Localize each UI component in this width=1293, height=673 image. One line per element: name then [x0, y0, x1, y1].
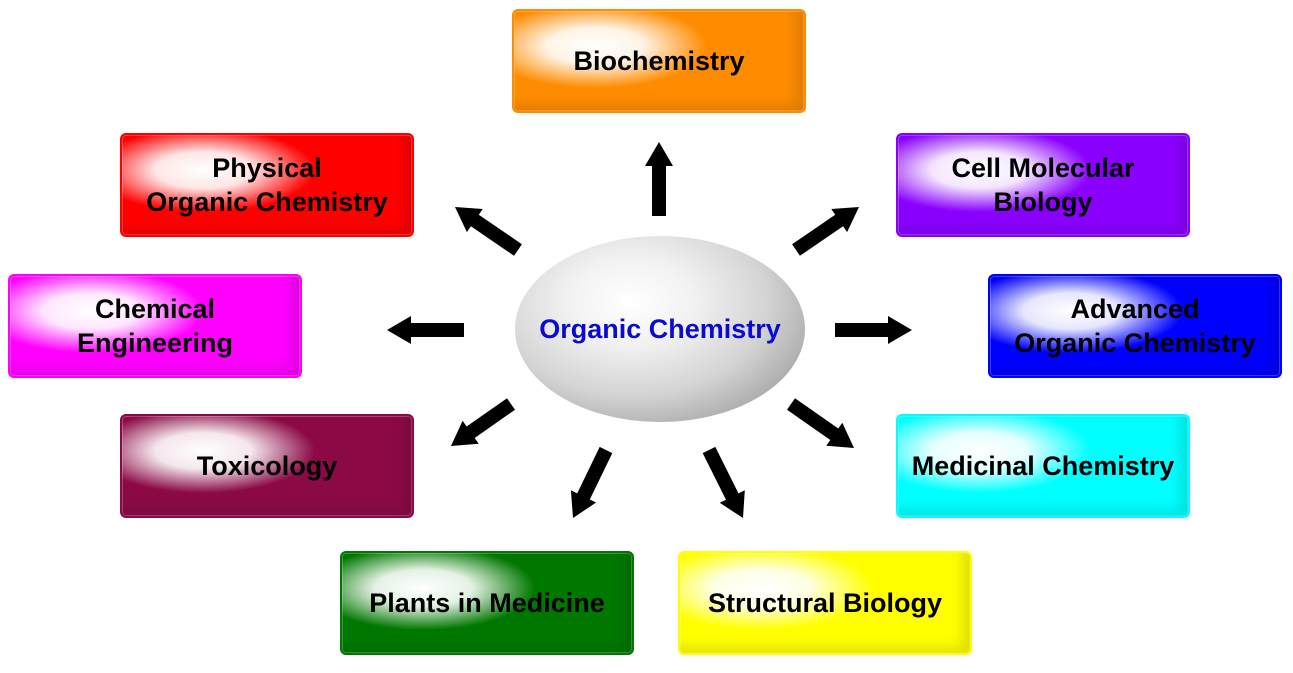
arrow-down-ll — [570, 446, 613, 518]
toxicology-label: Toxicology — [196, 451, 338, 481]
cell-molecular-biology-label: Cell Molecular Biology — [951, 153, 1135, 217]
arrow-left — [387, 316, 464, 344]
biochemistry-label: Biochemistry — [573, 46, 745, 76]
structural-biology-box: Structural Biology — [678, 551, 972, 655]
organic-chemistry-label: Organic Chemistry — [539, 313, 781, 344]
chemical-engineering-box: Chemical Engineering — [8, 274, 302, 378]
cell-molecular-biology-box: Cell Molecular Biology — [896, 133, 1190, 237]
arrow-down-rr — [702, 446, 745, 518]
advanced-organic-chemistry-label: Advanced Organic Chemistry — [1014, 294, 1256, 358]
toxicology-box: Toxicology — [120, 414, 414, 518]
plants-in-medicine-box: Plants in Medicine — [340, 551, 634, 655]
structural-biology-label: Structural Biology — [707, 588, 943, 618]
physical-organic-chemistry-label: Physical Organic Chemistry — [146, 153, 388, 217]
arrow-up — [645, 142, 673, 216]
arrow-down-right — [787, 398, 854, 448]
arrow-down-left — [451, 398, 515, 446]
arrow-up-right — [792, 207, 859, 256]
biochemistry-box: Biochemistry — [512, 9, 806, 113]
organic-chemistry-ellipse: Organic Chemistry — [515, 236, 805, 422]
advanced-organic-chemistry-box: Advanced Organic Chemistry — [988, 274, 1282, 378]
medicinal-chemistry-label: Medicinal Chemistry — [911, 451, 1175, 481]
arrow-right — [835, 316, 912, 344]
chemical-engineering-label: Chemical Engineering — [76, 294, 233, 358]
medicinal-chemistry-box: Medicinal Chemistry — [896, 414, 1190, 518]
physical-organic-chemistry-box: Physical Organic Chemistry — [120, 133, 414, 237]
arrow-up-left — [455, 207, 522, 256]
plants-in-medicine-label: Plants in Medicine — [369, 588, 605, 618]
